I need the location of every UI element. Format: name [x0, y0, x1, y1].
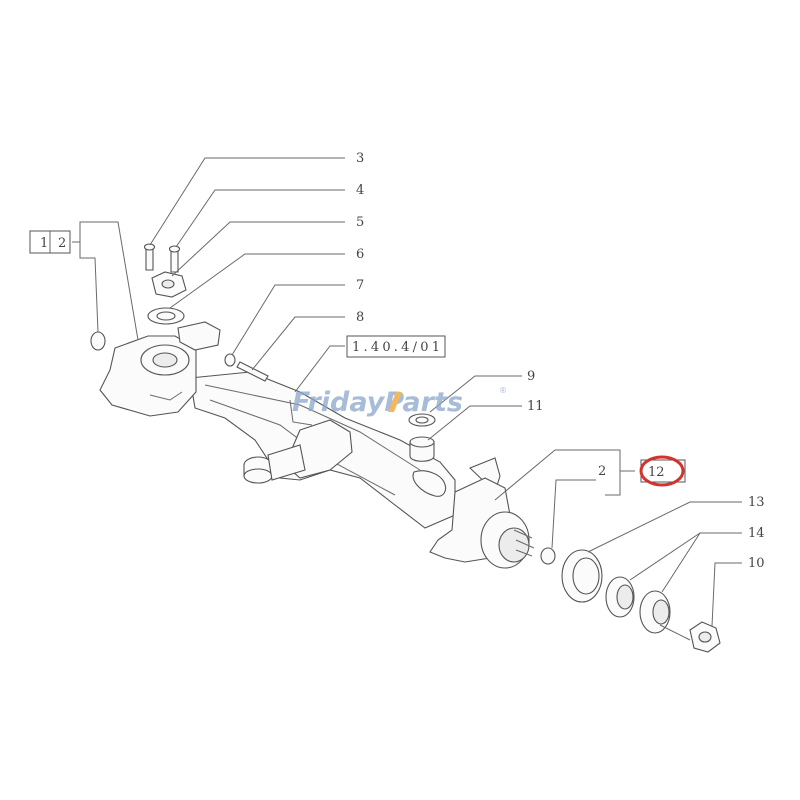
watermark-text: FridayParts: [292, 387, 463, 418]
kingpin-parts: [143, 243, 269, 382]
callout-10: 10: [748, 556, 765, 571]
left-steering-knuckle: [90, 321, 221, 417]
callout-13: 13: [748, 495, 765, 510]
highlight-circle: [639, 455, 685, 487]
callout-9: 9: [527, 369, 535, 384]
callout-1: 1: [40, 236, 48, 251]
watermark-accent-icon: [388, 392, 402, 412]
callout-11: 11: [527, 399, 544, 414]
callout-3: 3: [356, 151, 364, 166]
callout-14: 14: [748, 526, 765, 541]
axle-beam: [189, 371, 456, 529]
hub-parts: [561, 549, 721, 653]
watermark-logo: FridayParts ®: [292, 386, 507, 418]
watermark-registered: ®: [499, 386, 507, 395]
center-bushings: [408, 413, 447, 497]
callout-7: 7: [356, 278, 364, 293]
reference-label: 1.40.4/01: [352, 340, 440, 355]
callout-2-left: 2: [58, 236, 66, 251]
callout-5: 5: [356, 215, 364, 230]
callout-2-right: 2: [598, 464, 606, 479]
callout-labels: 1 2 3 4 5 6 7 8 1.40.4/01 9 11 2 12 13 1…: [29, 151, 765, 571]
leader-lines: [72, 157, 742, 641]
right-steering-knuckle: [429, 457, 556, 569]
callout-12: 12: [648, 465, 665, 480]
callout-6: 6: [356, 247, 364, 262]
callout-4: 4: [356, 183, 364, 198]
reference-box: [346, 335, 446, 358]
callout-8: 8: [356, 310, 364, 325]
